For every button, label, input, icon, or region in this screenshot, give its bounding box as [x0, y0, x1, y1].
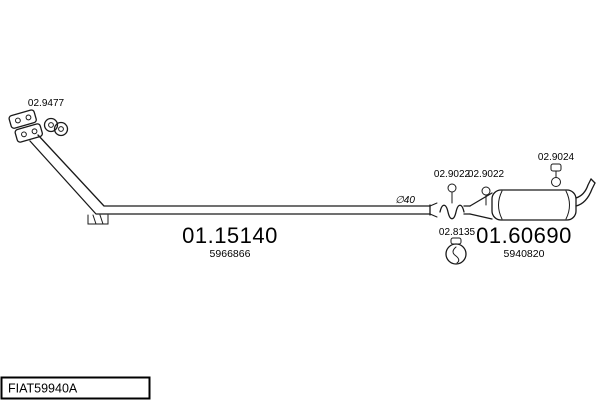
silencer-body — [469, 189, 577, 221]
pipe-diameter-label: ∅40 — [395, 195, 415, 206]
drawing-id-label: FIAT59940A — [8, 382, 78, 396]
part-ref-front-pipe: 5966866 — [210, 248, 251, 260]
drawing-id-box: FIAT59940A — [0, 376, 151, 400]
part-code-tail-hanger: 02.9024 — [538, 152, 575, 163]
part-code-mid-clamp-right: 02.9022 — [468, 169, 505, 180]
front-flange-icon — [8, 109, 43, 143]
part-code-mid-clamp-left: 02.9022 — [434, 169, 471, 180]
mid-clamp-icon-left — [447, 183, 457, 204]
front-pipe — [29, 134, 438, 225]
tail-hanger-icon — [550, 163, 562, 187]
front-clamp-icon — [43, 117, 69, 137]
center-hanger-icon — [445, 237, 467, 265]
part-code-front-pipe: 01.15140 — [182, 223, 278, 248]
part-code-front-clamp: 02.9477 — [28, 98, 65, 109]
part-ref-silencer: 5940820 — [504, 248, 545, 260]
tailpipe — [575, 178, 596, 207]
flex-joint — [439, 204, 471, 220]
part-code-silencer: 01.60690 — [476, 223, 572, 248]
part-code-center-hanger: 02.8135 — [439, 227, 476, 238]
